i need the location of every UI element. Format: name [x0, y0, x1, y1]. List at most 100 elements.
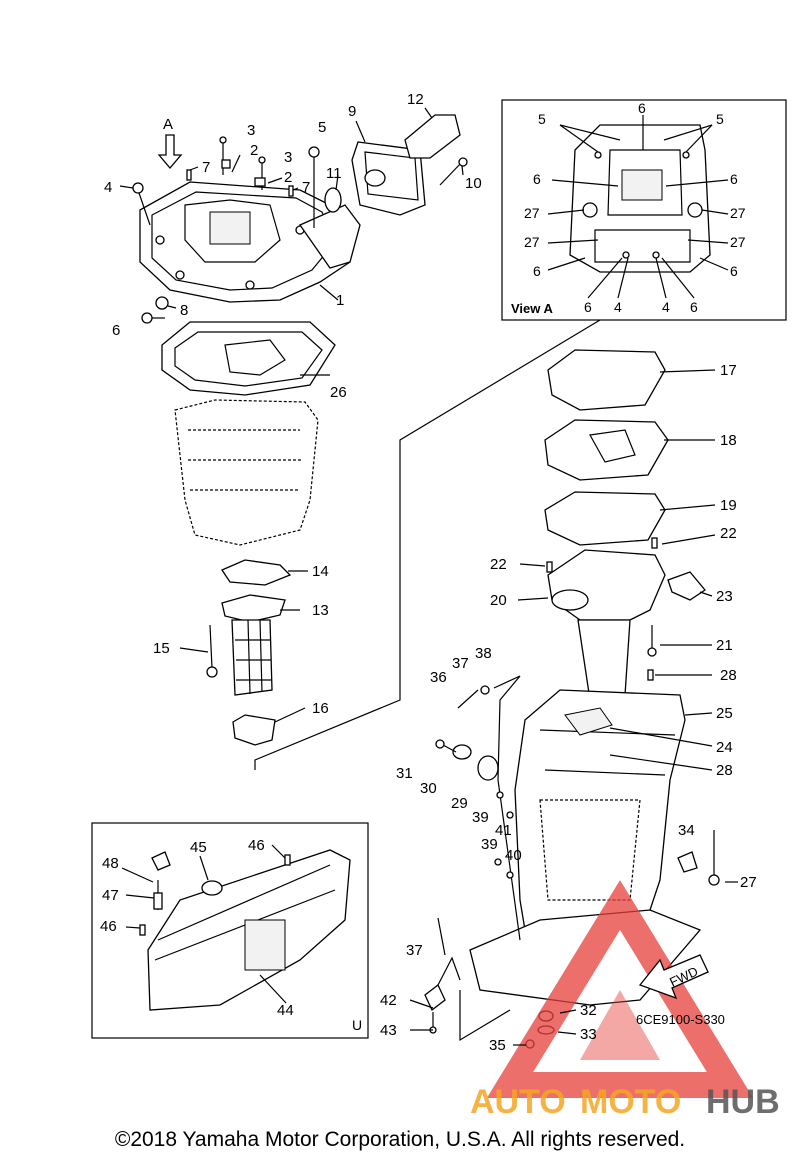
callout-25: 25	[716, 705, 733, 722]
callout-44: 44	[277, 1002, 294, 1019]
callout-8: 8	[180, 302, 188, 319]
view-a-6r2: 6	[730, 263, 738, 279]
callout-13: 13	[312, 602, 329, 619]
view-a-b6a: 6	[584, 299, 592, 315]
view-a-arrow	[157, 134, 183, 170]
fwd-arrow: FWD	[638, 954, 709, 1000]
bolts-top	[132, 136, 468, 324]
inset-u-letter: U	[352, 1017, 362, 1033]
callout-2b: 2	[284, 169, 292, 186]
watermark-moto: MOTO	[580, 1083, 681, 1121]
callout-7b: 7	[302, 179, 310, 196]
view-a-title: View A	[511, 301, 554, 316]
callout-40: 40	[505, 847, 522, 864]
view-a-b4b: 4	[662, 299, 670, 315]
callout-30: 30	[420, 780, 437, 797]
view-a-6l1: 6	[533, 171, 541, 187]
part-20-exhaust-manifold	[547, 549, 666, 701]
view-a-5b: 5	[716, 111, 724, 127]
callout-16: 16	[312, 700, 329, 717]
part-23-seal	[667, 571, 706, 601]
parts-29-41-cluster	[435, 675, 521, 941]
callout-12: 12	[407, 91, 424, 108]
callout-45: 45	[190, 839, 207, 856]
callout-21: 21	[716, 637, 733, 654]
callout-7a: 7	[202, 159, 210, 176]
leader-lines	[119, 107, 738, 1046]
part-26-gasket	[161, 321, 336, 396]
view-a-arrow-label: A	[163, 116, 173, 133]
view-a-b4a: 4	[614, 299, 622, 315]
callout-4: 4	[104, 179, 112, 196]
callout-22b: 22	[720, 525, 737, 542]
view-a-6top: 6	[638, 100, 646, 116]
view-a-27l2: 27	[524, 234, 540, 250]
part-14-gasket	[221, 559, 292, 586]
callout-37a: 37	[452, 655, 469, 672]
part-34-cap	[677, 851, 698, 873]
callout-19: 19	[720, 497, 737, 514]
callout-48: 48	[102, 855, 119, 872]
callout-47: 47	[102, 887, 119, 904]
inset-apron	[91, 822, 369, 1039]
callout-39b: 39	[481, 836, 498, 853]
part-9-silencer	[351, 114, 461, 216]
view-a-27r1: 27	[730, 205, 746, 221]
callout-42: 42	[380, 992, 397, 1009]
callout-33: 33	[580, 1026, 597, 1043]
callout-3b: 3	[284, 149, 292, 166]
callout-27: 27	[740, 874, 757, 891]
view-a-inset	[501, 99, 787, 321]
callout-labels: 1 2 2 3 3 4 5 6 7 7 8 9 10 11 12 13 14 1…	[100, 91, 757, 1054]
part-code: 6CE9100-S330	[636, 1012, 725, 1027]
part-25-upper-casing	[514, 689, 686, 961]
part-13-oil-strainer	[221, 594, 286, 696]
callout-34: 34	[678, 822, 695, 839]
callout-11: 11	[326, 165, 342, 182]
watermark-text: AUTO MOTO HUB	[470, 1083, 780, 1121]
part-1-mount-bracket	[139, 181, 361, 303]
callout-46b: 46	[100, 918, 117, 935]
part-18-gasket	[544, 419, 669, 481]
callout-10: 10	[465, 175, 482, 192]
view-a-b6b: 6	[690, 299, 698, 315]
view-a-6r1: 6	[730, 171, 738, 187]
callout-31: 31	[396, 765, 413, 782]
view-a-5a: 5	[538, 111, 546, 127]
callout-14: 14	[312, 563, 329, 580]
copyright-notice: ©2018 Yamaha Motor Corporation, U.S.A. A…	[114, 1128, 686, 1151]
callout-17: 17	[720, 362, 737, 379]
callout-41: 41	[495, 822, 512, 839]
callout-32: 32	[580, 1002, 597, 1019]
callout-23: 23	[716, 588, 733, 605]
callout-37b: 37	[406, 942, 423, 959]
callout-2a: 2	[250, 142, 258, 159]
callout-29: 29	[451, 795, 468, 812]
view-a-27r2: 27	[730, 234, 746, 250]
assembly-line	[254, 319, 601, 770]
callout-28b: 28	[716, 762, 733, 779]
callout-36: 36	[430, 669, 447, 686]
callout-46a: 46	[248, 837, 265, 854]
part-16-gasket	[232, 714, 276, 746]
part-19-gasket	[544, 491, 666, 546]
callout-9: 9	[348, 103, 356, 120]
callout-1: 1	[336, 292, 344, 309]
view-a-6l2: 6	[533, 263, 541, 279]
callout-35: 35	[489, 1037, 506, 1054]
callout-5: 5	[318, 119, 326, 136]
oil-pan-outline	[174, 399, 319, 546]
view-a-labels: View A 5 5 6 6 6 27 27 27 27 6 6 6 4 4 6	[511, 100, 746, 316]
callout-18: 18	[720, 432, 737, 449]
callout-20: 20	[490, 592, 507, 609]
part-11-grommet	[324, 169, 386, 213]
part-17-gasket	[547, 349, 666, 411]
callout-22a: 22	[490, 556, 507, 573]
callout-6: 6	[112, 322, 120, 339]
callout-39a: 39	[472, 809, 489, 826]
part-15-bolt	[206, 624, 218, 678]
callout-43: 43	[380, 1022, 397, 1039]
watermark-auto: AUTO	[470, 1083, 566, 1121]
view-a-27l1: 27	[524, 205, 540, 221]
